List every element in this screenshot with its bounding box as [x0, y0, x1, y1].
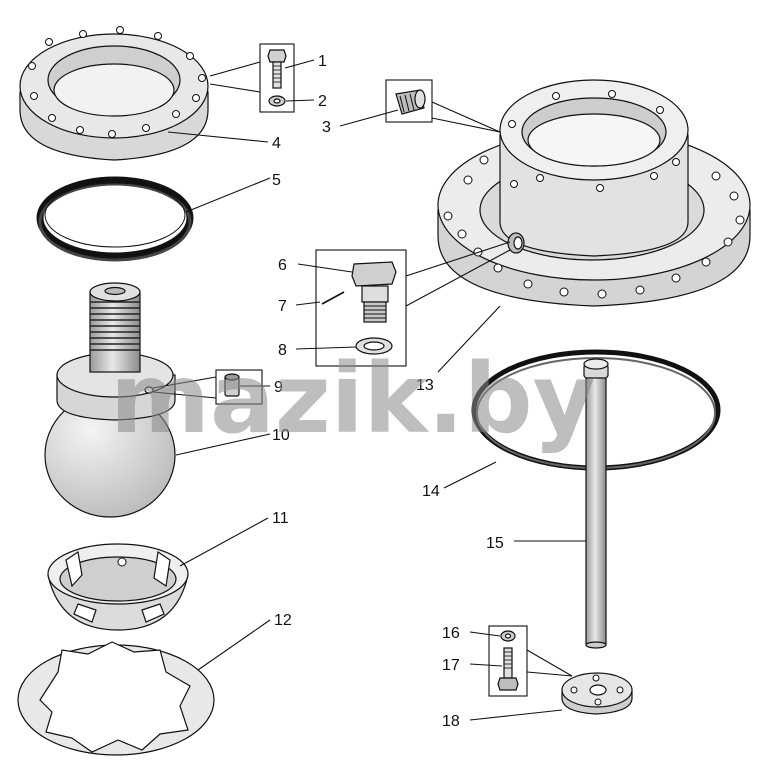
part-5-gasket-ring [36, 176, 194, 262]
callout-6: 6 [278, 257, 287, 274]
part-11-slotted-cup [47, 543, 189, 631]
callout-13: 13 [416, 377, 434, 394]
part-4-flange-ring [19, 26, 209, 161]
callout-17: 17 [442, 657, 460, 674]
callout-16: 16 [442, 625, 460, 642]
part-3-plug-box [385, 79, 501, 133]
callout-18: 18 [442, 713, 460, 730]
callout-14: 14 [422, 483, 440, 500]
callout-10: 10 [272, 427, 290, 444]
part-12-star-disk [17, 641, 215, 756]
part-6-7-8-breather-box [315, 241, 511, 367]
callout-4: 4 [272, 135, 281, 152]
part-18-plate [561, 672, 633, 715]
part-16-17-washer-bolt-box [488, 625, 573, 697]
callout-1: 1 [318, 53, 327, 70]
callout-15: 15 [486, 535, 504, 552]
callout-2: 2 [318, 93, 327, 110]
callout-7: 7 [278, 298, 287, 315]
callout-5: 5 [272, 172, 281, 189]
part-1-2-bolt-washer-box [209, 43, 295, 113]
callout-9: 9 [274, 379, 283, 396]
watermark-text: mazik.by [110, 343, 595, 455]
part-13-housing [437, 79, 751, 307]
part-9-plug-box [152, 369, 263, 405]
leader-lines [167, 59, 586, 721]
callout-12: 12 [274, 612, 292, 629]
callout-labels: 1 2 3 4 5 6 7 8 9 10 11 12 13 14 15 16 1… [272, 53, 504, 730]
callout-11: 11 [272, 510, 289, 527]
part-10-ball-pin [44, 282, 176, 518]
callout-8: 8 [278, 342, 287, 359]
part-15-rod [583, 358, 609, 649]
callout-3: 3 [322, 119, 331, 136]
